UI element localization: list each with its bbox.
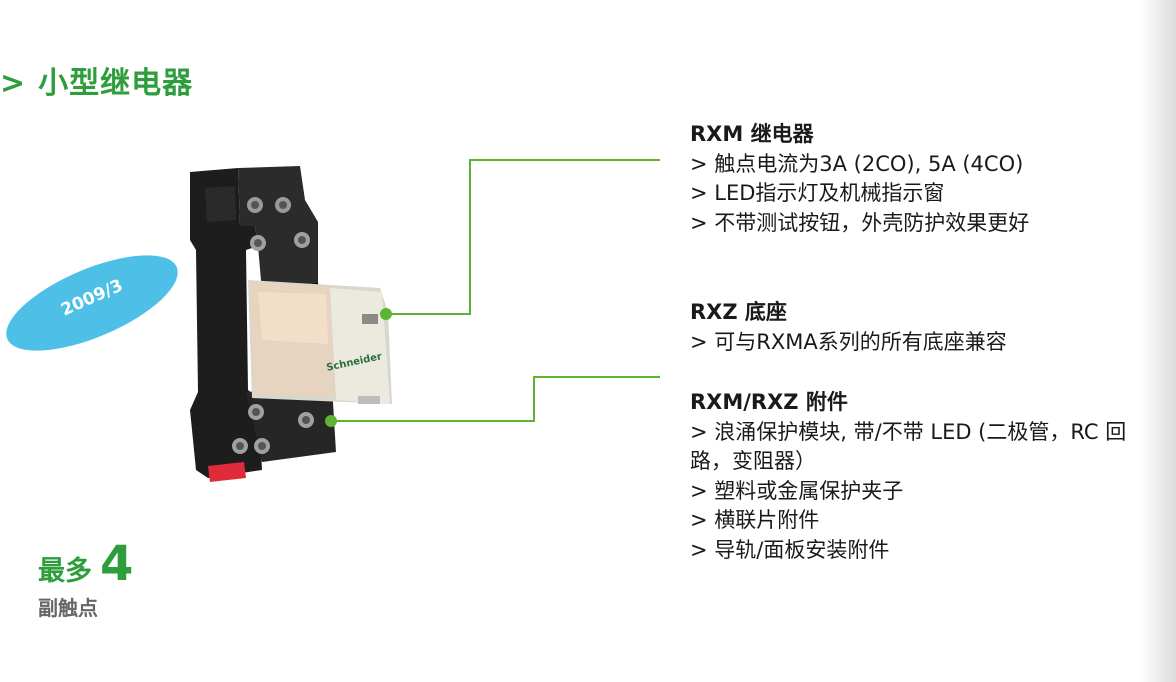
feature-item: > 导轨/面板安装附件 bbox=[690, 537, 890, 562]
feature-item: > 不带测试按钮，外壳防护效果更好 bbox=[690, 210, 1030, 235]
release-tab bbox=[208, 462, 246, 482]
feature-item: > 可与RXMA系列的所有底座兼容 bbox=[690, 329, 1007, 354]
callout-leaders bbox=[331, 159, 660, 422]
callout-name: 底座 bbox=[744, 300, 787, 324]
relay-body bbox=[248, 280, 392, 404]
callout-rxm-relay: RXM 继电器 > 触点电流为3A (2CO), 5A (4CO) > LED指… bbox=[690, 120, 1029, 238]
feature-item: > 塑料或金属保护夹子 bbox=[690, 478, 904, 503]
feature-item: > LED指示灯及机械指示窗 bbox=[690, 181, 945, 205]
callout-name: 附件 bbox=[805, 390, 848, 414]
callout-accessories: RXM/RXZ 附件 > 浪涌保护模块, 带/不带 LED (二极管，RC 回路… bbox=[690, 388, 1160, 565]
callout-rxz-socket: RXZ 底座 > 可与RXMA系列的所有底座兼容 bbox=[690, 298, 1007, 357]
feature-item: > 横联片附件 bbox=[690, 508, 820, 532]
callout-name: 继电器 bbox=[750, 122, 814, 146]
feature-item: > 触点电流为3A (2CO), 5A (4CO) bbox=[690, 151, 1024, 176]
leader-rxm bbox=[386, 159, 660, 315]
callout-heading: RXZ 底座 bbox=[690, 298, 1007, 328]
stat-caption: 副触点 bbox=[38, 596, 98, 620]
section-title: > 小型继电器 bbox=[0, 58, 193, 102]
chevron-right-icon: > bbox=[0, 66, 27, 101]
leader-rxz bbox=[331, 376, 660, 422]
callout-model: RXM/RXZ bbox=[690, 390, 799, 414]
callout-dot-rxz bbox=[325, 415, 337, 427]
callout-dot-rxm bbox=[380, 308, 392, 320]
feature-item: > 浪涌保护模块, 带/不带 LED (二极管，RC 回路，变阻器） bbox=[690, 419, 1127, 474]
stat-value: 4 bbox=[100, 536, 134, 592]
callout-heading: RXM/RXZ 附件 bbox=[690, 388, 1160, 418]
auxiliary-contacts-stat: 最多 4 副触点 bbox=[38, 536, 133, 621]
callout-model: RXM bbox=[690, 122, 744, 146]
callout-heading: RXM 继电器 bbox=[690, 120, 1029, 150]
page-edge-shadow bbox=[1140, 0, 1176, 682]
stat-label: 最多 bbox=[38, 556, 92, 587]
section-title-text: 小型继电器 bbox=[38, 66, 194, 101]
date-badge bbox=[6, 255, 178, 351]
relay-product-illustration bbox=[6, 159, 660, 482]
callout-model: RXZ bbox=[690, 300, 738, 324]
